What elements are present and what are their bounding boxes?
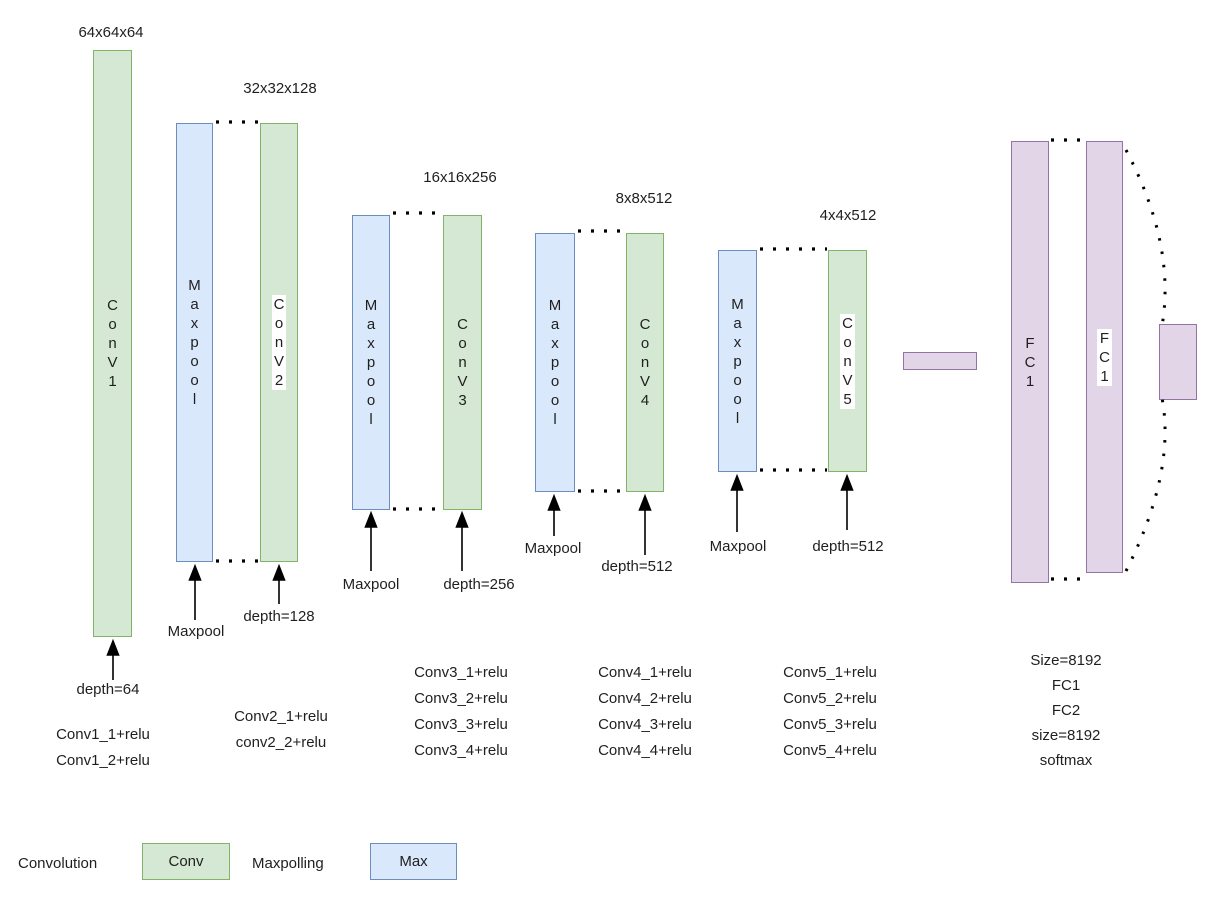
legend-convolution-label: Convolution [18,855,98,872]
fc-note-line: size=8192 [1031,727,1101,744]
op-line: Conv1_2+relu [56,752,150,769]
op-line: Conv4_3+relu [598,716,692,733]
stage5-maxpool-label: Maxpool [709,538,767,555]
stage3-dim-label: 16x16x256 [423,169,497,186]
stage4-maxpool-label: Maxpool [524,540,582,557]
fc-output-arc-bottom [1124,397,1167,572]
stage5-ops: Conv5_1+relu Conv5_2+relu Conv5_3+relu C… [760,660,900,764]
op-line: Conv5_3+relu [783,716,877,733]
fc-note-line: FC2 [1051,702,1081,719]
op-line: Conv1_1+relu [56,726,150,743]
conv1-bar-label: C o n V 1 [107,297,118,390]
stage4-depth-label: depth=512 [601,558,673,575]
legend-conv-swatch-label: Conv [168,853,204,870]
stage5-depth-label: depth=512 [812,538,884,555]
stage1-ops: Conv1_1+relu Conv1_2+relu [33,722,173,774]
fc2-bar: F C 1 [1086,141,1123,573]
op-line: Conv5_1+relu [783,664,877,681]
op-line: Conv4_2+relu [598,690,692,707]
fc1-bar: F C 1 [1011,141,1049,583]
conv3-bar-label: C o n V 3 [457,316,468,409]
op-line: Conv5_2+relu [783,690,877,707]
stage3-ops: Conv3_1+relu Conv3_2+relu Conv3_3+relu C… [391,660,531,764]
legend-maxpooling-label: Maxpolling [252,855,324,872]
fc-note-line: softmax [1039,752,1093,769]
op-line: Conv3_2+relu [414,690,508,707]
fc1-bar-label: F C 1 [1024,334,1036,390]
stage2-ops: Conv2_1+relu conv2_2+relu [211,704,351,756]
stage2-maxpool-label: Maxpool [167,623,225,640]
op-line: conv2_2+relu [235,734,327,751]
stage5-dim-label: 4x4x512 [819,207,877,224]
maxpool4-bar: M a x p o o l [535,233,575,492]
conv5-bar-label: C o n V 5 [840,313,855,409]
fc-output-arc-top [1124,149,1167,327]
op-line: Conv3_1+relu [414,664,508,681]
stage2-dim-label: 32x32x128 [243,80,317,97]
conv1-bar: C o n V 1 [93,50,132,637]
stage1-depth-label: depth=64 [76,681,140,698]
stage3-maxpool-label: Maxpool [342,576,400,593]
op-line: Conv3_4+relu [414,742,508,759]
conv4-bar-label: C o n V 4 [639,316,651,409]
conv3-bar: C o n V 3 [443,215,482,510]
fc-note-line: Size=8192 [1030,652,1102,669]
conv5-bar: C o n V 5 [828,250,867,472]
fc-output-rect [1159,324,1197,400]
op-line: Conv5_4+relu [783,742,877,759]
maxpool5-bar-label: M a x p o o l [731,295,744,427]
maxpool4-bar-label: M a x p o o l [548,297,562,428]
maxpool2-bar: M a x p o o l [176,123,213,562]
fc-note-line: FC1 [1051,677,1081,694]
conv2-bar: C o n V 2 [260,123,298,562]
maxpool2-bar-label: M a x p o o l [188,277,201,408]
stage1-dim-label: 64x64x64 [78,24,144,41]
conv2-bar-label: C o n V 2 [271,295,287,390]
legend-max-swatch: Max [370,843,457,880]
legend-max-swatch-label: Max [399,853,428,870]
op-line: Conv2_1+relu [234,708,328,725]
maxpool5-bar: M a x p o o l [718,250,757,472]
legend-conv-swatch: Conv [142,843,230,880]
op-line: Conv4_1+relu [598,664,692,681]
stage4-dim-label: 8x8x512 [615,190,673,207]
fc-input-connector-rect [903,352,977,370]
maxpool3-bar: M a x p o o l [352,215,390,510]
maxpool3-bar-label: M a x p o o l [364,297,378,428]
conv4-bar: C o n V 4 [626,233,664,492]
fc2-bar-label: F C 1 [1097,328,1112,386]
op-line: Conv3_3+relu [414,716,508,733]
stage2-depth-label: depth=128 [243,608,315,625]
op-line: Conv4_4+relu [598,742,692,759]
stage3-depth-label: depth=256 [443,576,515,593]
stage4-ops: Conv4_1+relu Conv4_2+relu Conv4_3+relu C… [575,660,715,764]
fc-notes: Size=8192 FC1 FC2 size=8192 softmax [986,648,1146,773]
